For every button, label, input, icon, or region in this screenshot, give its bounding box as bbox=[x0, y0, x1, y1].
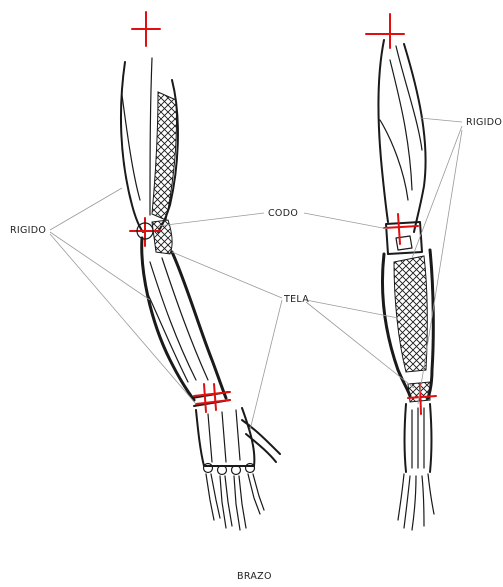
leader-rigid-left-1 bbox=[50, 188, 122, 230]
right-shoulder-joint-marker bbox=[366, 14, 404, 48]
left-upper-arm-line2 bbox=[122, 95, 140, 200]
leader-rigid-left-2 bbox=[50, 232, 150, 300]
left-fingers bbox=[206, 474, 264, 530]
left-hand-lines bbox=[208, 410, 240, 462]
left-upper-arm-line bbox=[150, 58, 152, 215]
left-arm bbox=[121, 12, 280, 530]
leader-elbow-right bbox=[304, 213, 388, 229]
right-forearm-mesh bbox=[394, 256, 427, 372]
right-upper-arm-line1 bbox=[390, 60, 412, 190]
right-hand-lines bbox=[412, 408, 424, 468]
leader-rigid-right-2 bbox=[412, 126, 462, 258]
left-shoulder-joint-marker bbox=[132, 12, 160, 46]
left-forearm-line2 bbox=[162, 258, 208, 380]
label-rigid-right: RIGIDO bbox=[466, 117, 502, 128]
label-fabric: TELA bbox=[283, 294, 309, 305]
left-knuckle-4 bbox=[246, 464, 255, 473]
left-upper-arm-outline-outer bbox=[121, 62, 143, 232]
right-elbow-joint-marker bbox=[384, 214, 418, 244]
right-arm bbox=[366, 14, 436, 530]
right-fingers bbox=[398, 474, 434, 530]
leader-rigid-right-1 bbox=[420, 118, 462, 122]
diagram-title: BRAZO bbox=[237, 571, 272, 582]
right-elbow-detail bbox=[396, 236, 412, 250]
left-forearm-line1 bbox=[150, 262, 196, 380]
label-rigid-left: RIGIDO bbox=[10, 225, 46, 236]
left-forearm-line3 bbox=[146, 290, 188, 382]
leader-fabric-2 bbox=[250, 300, 282, 430]
leader-elbow-left bbox=[158, 213, 264, 226]
label-elbow: CODO bbox=[268, 208, 298, 219]
left-knuckle-1 bbox=[204, 464, 213, 473]
left-upper-mesh bbox=[152, 92, 177, 220]
